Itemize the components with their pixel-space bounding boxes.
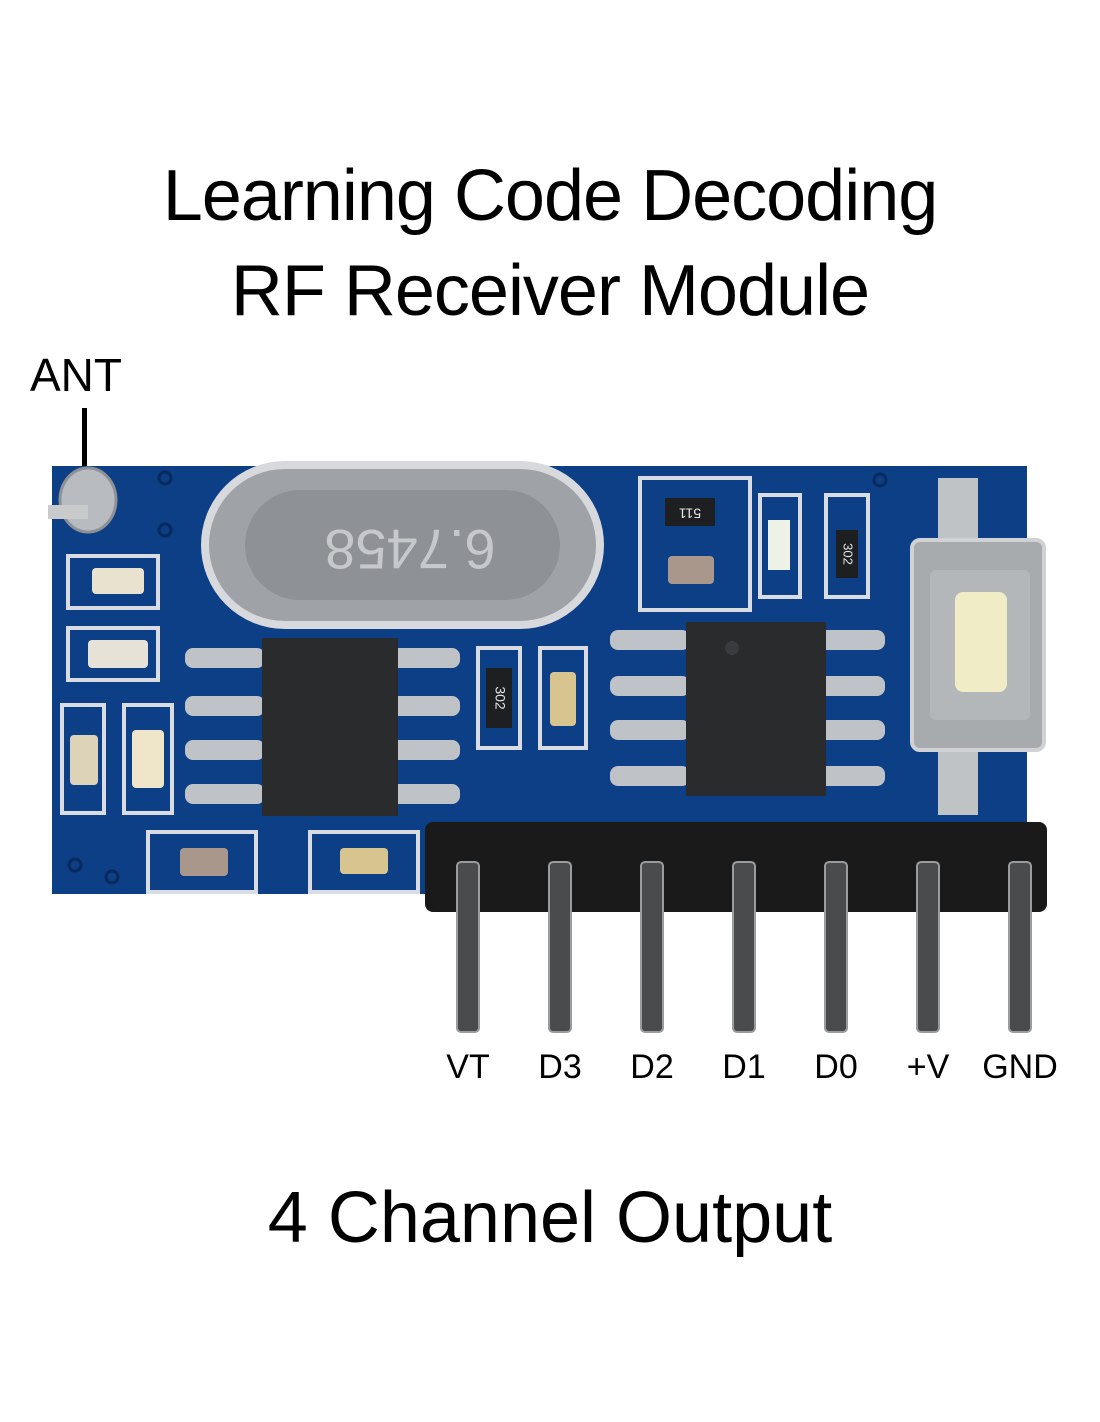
resistor-right-marking: 302	[841, 543, 856, 565]
pin-label-d1: D1	[722, 1048, 766, 1086]
resistor-center-marking: 302	[492, 686, 508, 710]
pin-label-vt: VT	[446, 1048, 490, 1086]
header-pin-d0	[824, 861, 848, 1033]
crystal-marking: 6.7458	[324, 518, 495, 581]
center-passives: 302	[476, 646, 588, 750]
crystal-oscillator: 6.7458	[201, 461, 604, 629]
header-pin-d2	[640, 861, 664, 1033]
title-line-1: Learning Code Decoding	[162, 156, 939, 236]
title-line-2: RF Receiver Module	[230, 251, 870, 331]
resistor-top-marking: 511	[679, 505, 702, 521]
header-pin-vt	[456, 861, 480, 1033]
pin-label-d3: D3	[538, 1048, 582, 1086]
left-smd-components	[60, 554, 174, 815]
pin-labels: VT D3 D2 D1 D0 +V GND	[0, 1050, 1100, 1090]
ic-chip-2	[610, 622, 885, 796]
antenna-wire	[48, 505, 88, 519]
pin-label-d0: D0	[814, 1048, 858, 1086]
header-pin-d3	[548, 861, 572, 1033]
tactile-switch	[910, 478, 1046, 815]
ic-chip-1	[185, 638, 460, 816]
pin-label-plus-v: +V	[906, 1048, 950, 1086]
antenna-pointer-line	[82, 408, 87, 498]
antenna-pad	[58, 466, 118, 534]
footer-caption: 4 Channel Output	[267, 1178, 833, 1258]
header-pin-gnd	[1008, 861, 1032, 1033]
vias	[67, 470, 888, 885]
pin-header	[425, 822, 1047, 1033]
header-pin-plus-v	[916, 861, 940, 1033]
top-right-passives: 511 302	[638, 476, 870, 612]
header-pin-d1	[732, 861, 756, 1033]
led	[768, 520, 790, 570]
antenna-label: ANT	[30, 349, 122, 401]
pin-label-gnd: GND	[982, 1048, 1058, 1086]
bottom-capacitors	[146, 830, 420, 894]
pin-label-d2: D2	[630, 1048, 674, 1086]
